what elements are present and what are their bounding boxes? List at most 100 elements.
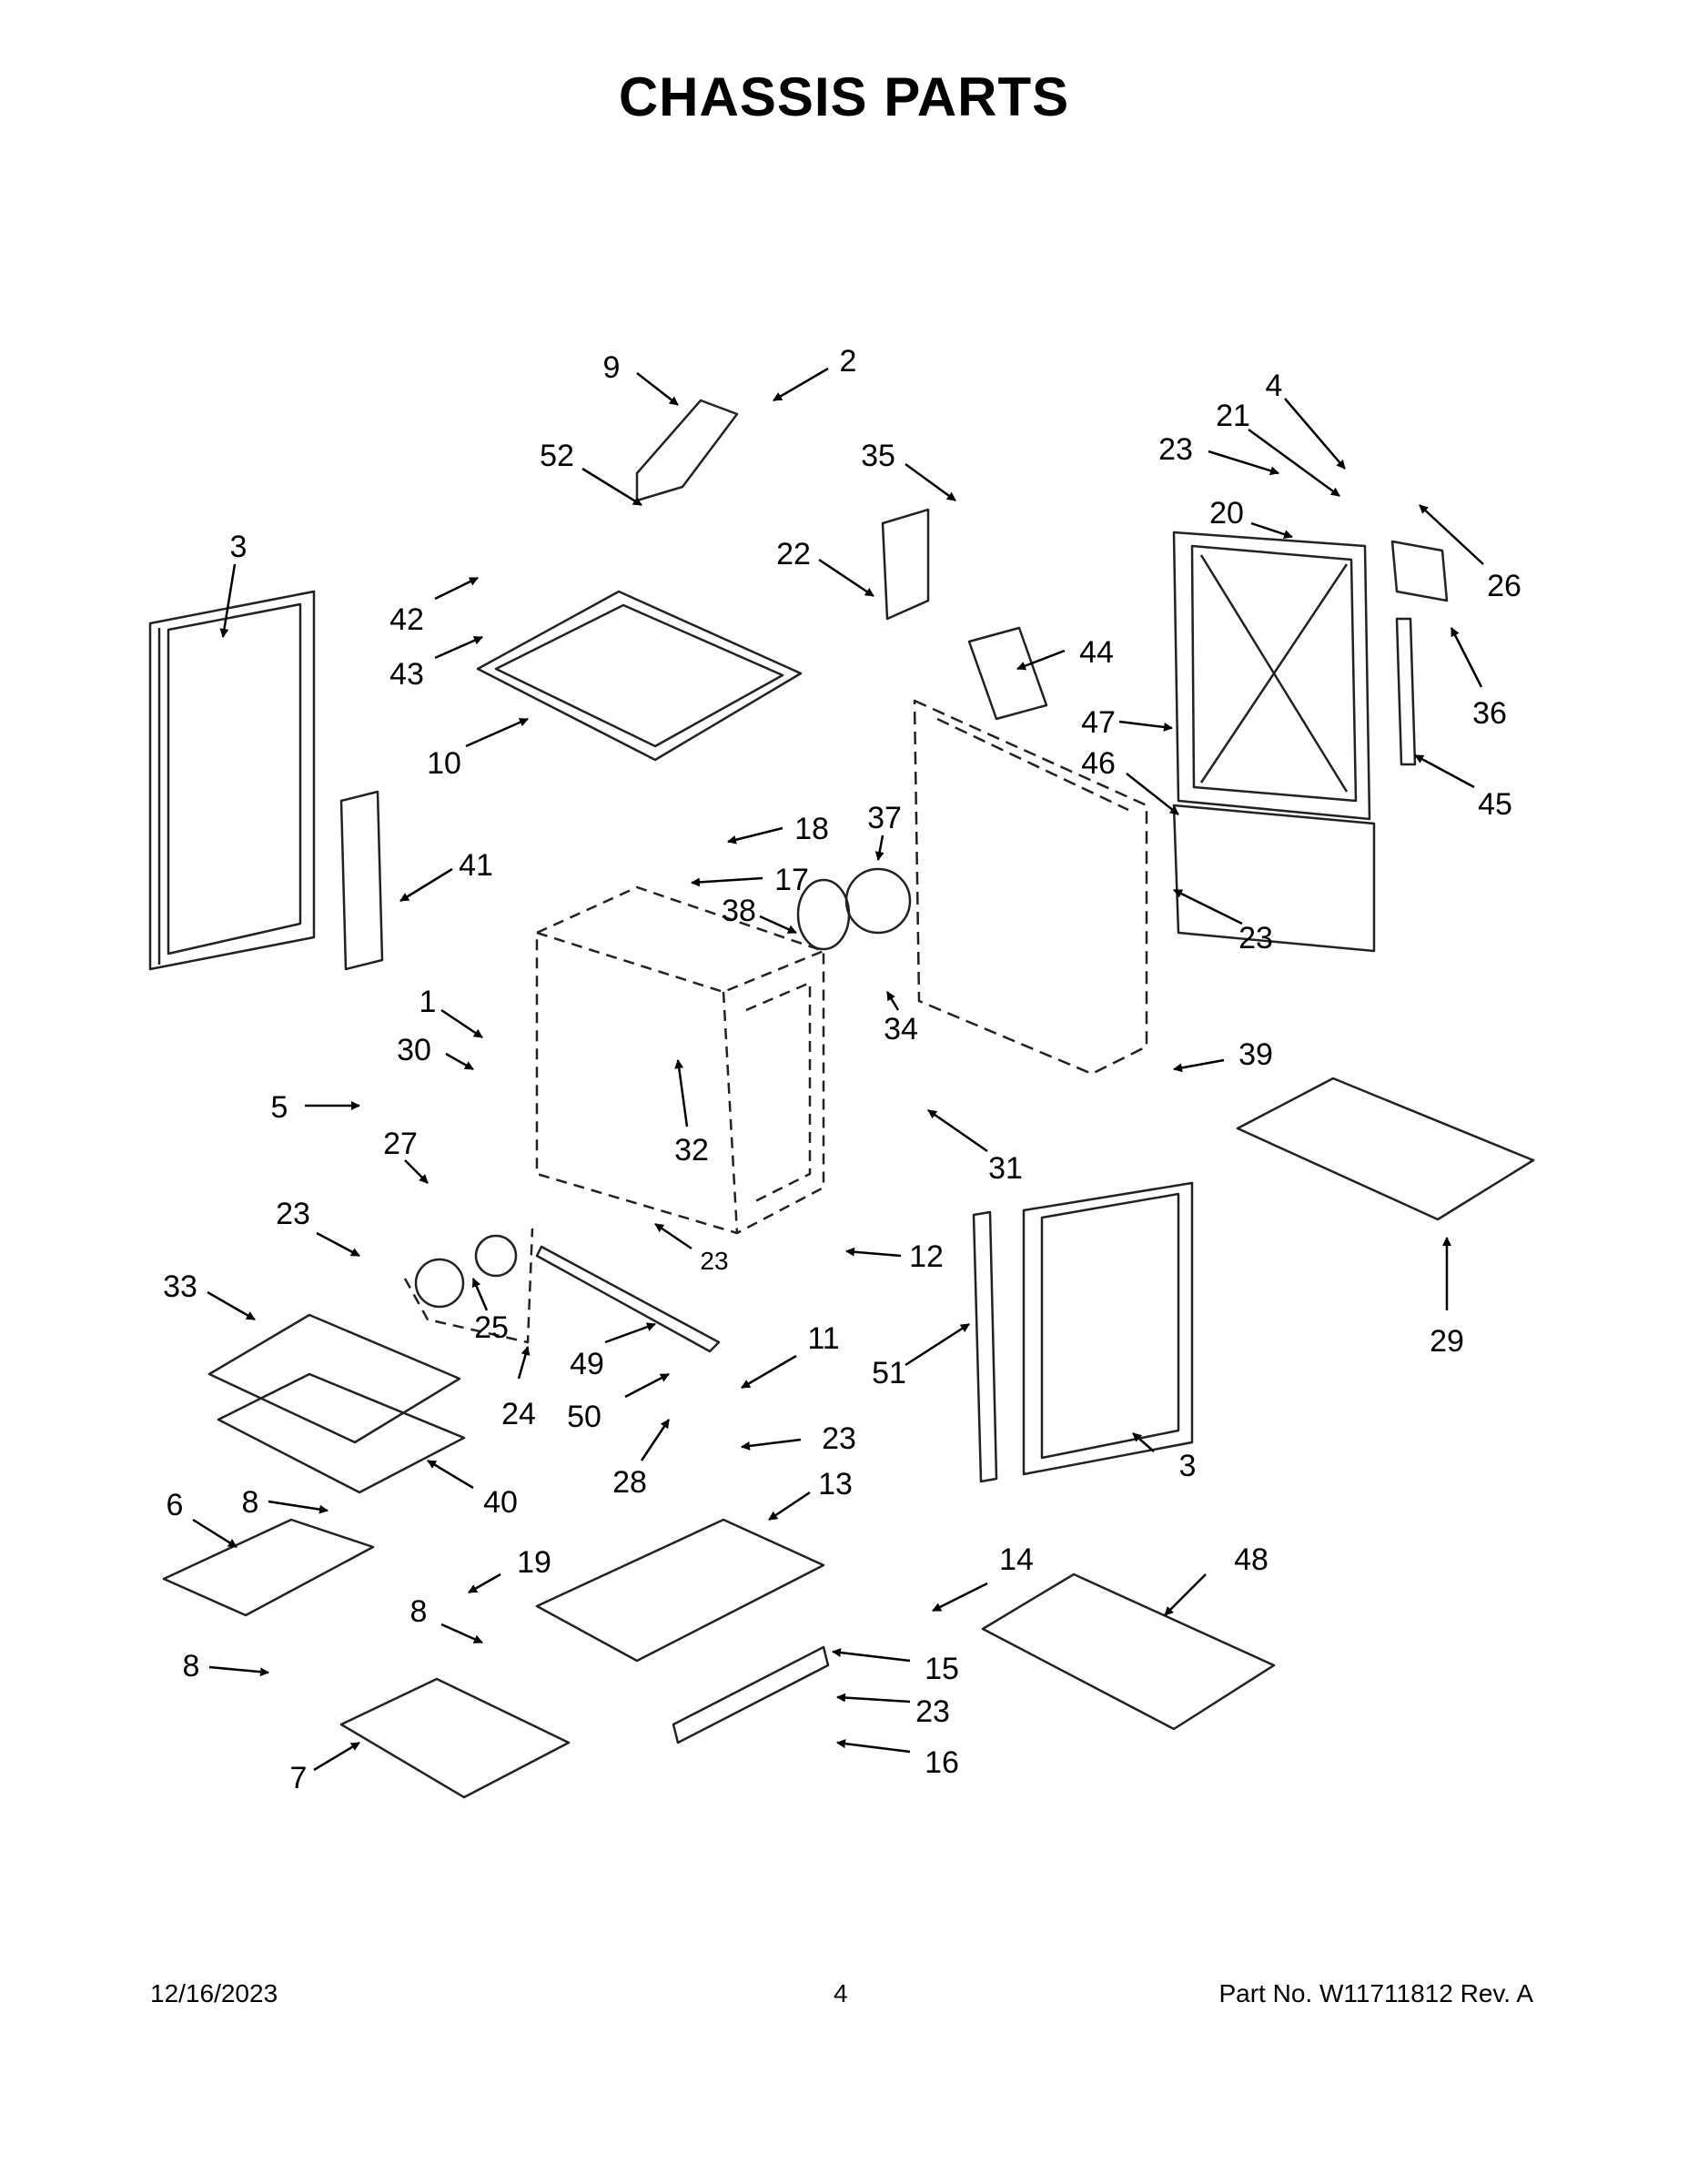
thermostat-connector (414, 1258, 465, 1309)
drawer-bottom (535, 1518, 825, 1663)
leader-c22 (818, 558, 874, 598)
side-panel-right (1022, 1181, 1194, 1476)
broil-pan (207, 1313, 461, 1444)
leader-c28 (640, 1419, 671, 1461)
leader-c20 (1250, 521, 1293, 539)
broil-element (162, 1518, 375, 1617)
callout-21: 21 (1216, 399, 1250, 433)
leader-c35 (905, 462, 956, 502)
leader-c30 (445, 1052, 474, 1071)
leader-c23d (654, 1222, 692, 1250)
callout-42: 42 (389, 602, 424, 637)
page-title: CHASSIS PARTS (618, 66, 1070, 127)
callout-24: 24 (501, 1397, 536, 1431)
callout-8: 8 (410, 1594, 428, 1629)
callout-13: 13 (818, 1467, 853, 1502)
callout-19: 19 (517, 1545, 551, 1580)
leader-c25 (471, 1278, 489, 1311)
callout-49: 49 (570, 1347, 604, 1381)
leader-c41 (399, 867, 453, 903)
leader-c52 (581, 467, 642, 507)
leader-c27 (404, 1159, 429, 1184)
callout-3: 3 (230, 530, 248, 564)
leader-c9 (636, 372, 679, 406)
leader-c23c (316, 1231, 360, 1258)
footer-part-number: Part No. W11711812 Rev. A (1218, 1979, 1533, 2007)
callout-48: 48 (1234, 1542, 1269, 1577)
cover-plate (967, 626, 1048, 721)
leader-c34 (885, 991, 900, 1011)
leader-c23e (741, 1438, 802, 1451)
leveling-rail (672, 1645, 830, 1744)
leader-c50 (624, 1372, 670, 1399)
leader-c6 (192, 1518, 238, 1549)
oven-cavity (535, 885, 825, 1235)
leader-c11 (741, 1354, 797, 1390)
callout-3: 3 (1179, 1449, 1197, 1483)
footer-page-number: 4 (834, 1979, 848, 2007)
back-panel (913, 699, 1148, 1076)
callout-12: 12 (909, 1239, 944, 1274)
callout-10: 10 (427, 746, 461, 781)
callout-23: 23 (1238, 921, 1273, 956)
leader-c10 (465, 717, 529, 748)
leader-c37 (874, 834, 884, 861)
trim-strip (972, 1210, 998, 1483)
callout-38: 38 (722, 894, 756, 928)
leader-c8b (440, 1623, 483, 1644)
callout-50: 50 (567, 1400, 601, 1434)
leader-c1 (440, 1008, 483, 1039)
callout-45: 45 (1478, 787, 1512, 822)
leader-c15 (832, 1648, 911, 1663)
callout-14: 14 (999, 1542, 1034, 1577)
leader-c48 (1164, 1573, 1207, 1616)
leader-c44 (1016, 649, 1066, 671)
callout-52: 52 (540, 439, 574, 473)
heat-shield (881, 508, 930, 621)
callout-29: 29 (1430, 1324, 1464, 1359)
mounting-plate (1390, 540, 1449, 602)
leader-c38 (759, 915, 797, 935)
leader-c33 (207, 1290, 256, 1321)
callout-37: 37 (867, 801, 902, 835)
callout-26: 26 (1487, 569, 1521, 603)
callout-32: 32 (674, 1133, 709, 1168)
oven-rack-upper (1236, 1077, 1535, 1221)
callout-41: 41 (459, 848, 493, 883)
cooktop-support (476, 590, 803, 762)
leader-c8c (208, 1665, 269, 1677)
leader-c23f (836, 1693, 911, 1704)
callout-35: 35 (861, 439, 895, 473)
callout-4: 4 (1266, 369, 1283, 403)
callout-9: 9 (603, 350, 621, 385)
oven-rack-lower (981, 1572, 1276, 1731)
callout-44: 44 (1079, 635, 1114, 670)
leader-c49 (604, 1322, 656, 1344)
terminal-block (474, 1234, 518, 1278)
callout-40: 40 (483, 1485, 518, 1520)
callout-8: 8 (183, 1649, 200, 1684)
leader-c51 (905, 1322, 970, 1367)
callout-31: 31 (988, 1151, 1023, 1186)
leader-c24 (517, 1346, 531, 1380)
drawer-rail (535, 1245, 721, 1353)
callout-23: 23 (1158, 432, 1193, 467)
callout-23: 23 (276, 1197, 310, 1231)
leader-c40 (427, 1459, 474, 1490)
bracket (635, 399, 739, 502)
callout-20: 20 (1209, 496, 1244, 531)
callout-22: 22 (776, 537, 811, 571)
leader-c18 (727, 826, 783, 844)
callout-51: 51 (872, 1356, 906, 1390)
footer-date: 12/16/2023 (150, 1979, 278, 2007)
callout-5: 5 (271, 1090, 288, 1125)
callout-1: 1 (419, 985, 437, 1019)
callout-11: 11 (807, 1321, 839, 1356)
leader-c47 (1118, 720, 1173, 732)
leader-c36 (1450, 627, 1483, 688)
leader-c3a (219, 563, 237, 638)
support-strip (1395, 617, 1417, 766)
leader-c23b (1173, 888, 1243, 925)
callout-2: 2 (840, 344, 857, 379)
fan-baffle (796, 878, 851, 951)
